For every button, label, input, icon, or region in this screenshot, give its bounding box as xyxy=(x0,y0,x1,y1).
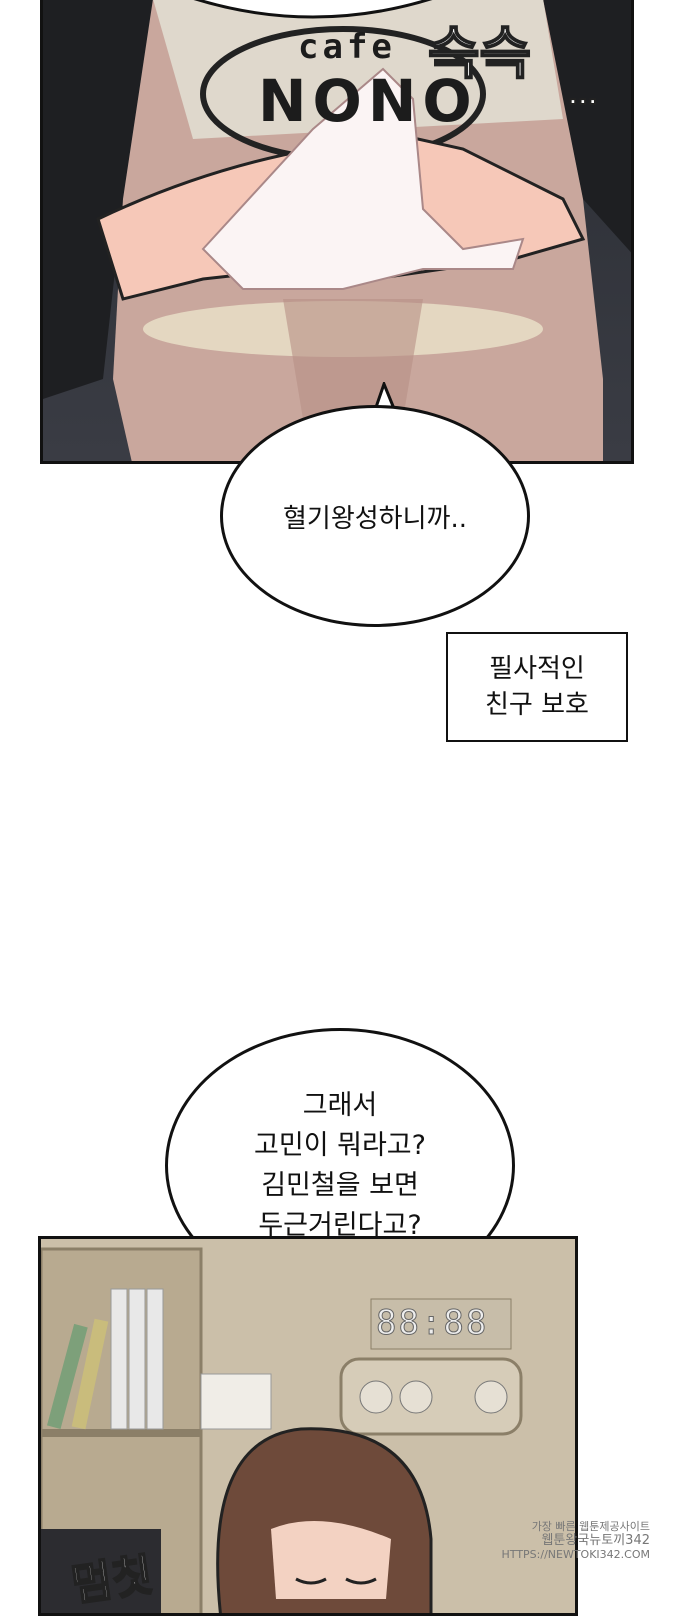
shirt-text-cafe: cafe xyxy=(298,27,396,67)
bottom-panel-illustration xyxy=(41,1239,575,1613)
watermark-line-1: 가장 빠른 웹툰제공사이트 xyxy=(531,1520,650,1533)
shirt-text-brand: NONO xyxy=(258,67,478,135)
bubble2-line-1: 그래서 xyxy=(302,1089,378,1121)
top-panel-illustration xyxy=(43,0,631,461)
caption-line-2: 친구 보호 xyxy=(485,690,589,720)
bubble2-line-4: 두근거린다고? xyxy=(258,1209,422,1241)
bottom-comic-panel: 88:88 멈칫 xyxy=(38,1236,578,1616)
sfx-flinch: 멈칫 xyxy=(67,1549,156,1613)
top-comic-panel: cafe NONO 슥슥 ... xyxy=(40,0,634,464)
sfx-rubbing-trail: ... xyxy=(567,80,599,112)
caption-line-1: 필사적인 xyxy=(489,654,585,684)
watermark-line-2: 웹툰왕국뉴토끼342 xyxy=(541,1533,650,1548)
speech-bubble-1-text: 혈기왕성하니까.. xyxy=(283,503,467,534)
bubble2-line-2: 고민이 뭐라고? xyxy=(254,1129,426,1161)
watermark-line-3: HTTPS://NEWTOKI342.COM xyxy=(501,1548,650,1561)
clock-display: 88:88 xyxy=(375,1303,489,1344)
sfx-rubbing: 슥슥 xyxy=(427,21,532,88)
speech-bubble-1: 혈기왕성하니까.. xyxy=(220,405,530,627)
bubble2-line-3: 김민철을 보면 xyxy=(261,1169,419,1201)
watermark: 가장 빠른 웹툰제공사이트 웹툰왕국뉴토끼342 HTTPS://NEWTOKI… xyxy=(502,1520,650,1562)
caption-box: 필사적인 친구 보호 xyxy=(446,632,628,742)
